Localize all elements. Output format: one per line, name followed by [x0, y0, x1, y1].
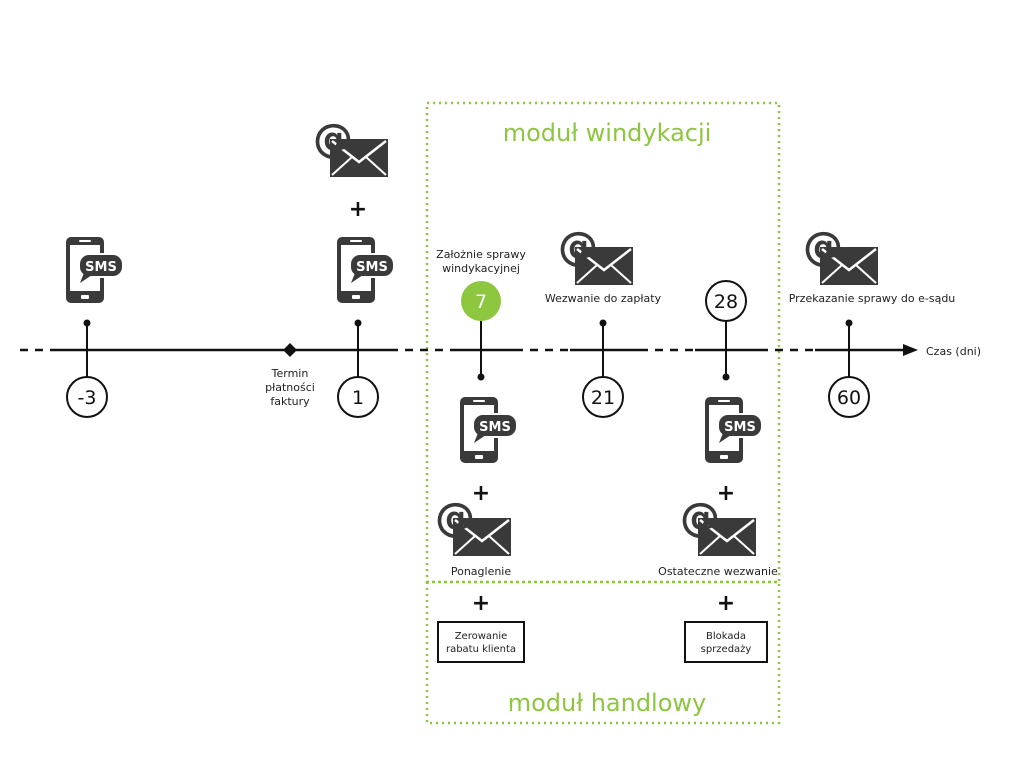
discount-reset-box: [437, 621, 525, 663]
milestone-day1: 1 SMS + @: [313, 116, 395, 418]
day-minus3: -3: [78, 387, 97, 409]
day-1: 1: [352, 387, 364, 409]
svg-text:SMS: SMS: [356, 260, 388, 275]
collection-module-frame: [425, 101, 781, 584]
plus-sign: +: [717, 481, 735, 506]
svg-text:@: @: [558, 224, 598, 270]
plus-sign: +: [717, 591, 735, 616]
sms-phone-icon: SMS: [337, 237, 395, 303]
day-28: 28: [714, 291, 738, 313]
due-date-label-1: Termin: [271, 367, 309, 380]
milestone-day60: @ Przekazanie sprawy do e-sądu 60: [789, 224, 956, 418]
transfer-label: Przekazanie sprawy do e-sądu: [789, 292, 956, 305]
sales-block-line-2: sprzedaży: [701, 644, 752, 655]
due-date-label-2: płatności: [265, 381, 315, 394]
discount-reset-line-1: Zerowanie: [455, 631, 508, 642]
milestone-day7: Założnie sprawy windykacyjnej 7 SMS + @ …: [435, 248, 526, 663]
due-date-label-3: faktury: [270, 395, 310, 408]
svg-text:@: @: [313, 116, 353, 162]
email-icon: @: [803, 224, 880, 287]
sales-block-line-1: Blokada: [706, 631, 746, 642]
day-21: 21: [591, 387, 615, 409]
sales-block-box: [684, 621, 768, 663]
case-open-label-2: windykacyjnej: [442, 262, 520, 275]
collection-module-title: moduł windykacji: [503, 119, 712, 147]
plus-sign: +: [472, 591, 490, 616]
sms-phone-icon: SMS: [460, 397, 518, 463]
svg-text:@: @: [435, 495, 475, 541]
svg-text:@: @: [803, 224, 843, 270]
payment-demand-label: Wezwanie do zapłaty: [545, 292, 662, 305]
day-7: 7: [475, 291, 487, 313]
svg-text:@: @: [680, 495, 720, 541]
email-icon: @: [313, 116, 390, 179]
milestone-day28: 28 SMS + @ Ostateczne wezwanie + Blokada…: [658, 280, 778, 663]
day-60: 60: [837, 387, 861, 409]
plus-sign: +: [349, 197, 367, 222]
svg-text:SMS: SMS: [479, 420, 511, 435]
sales-module-title: moduł handlowy: [508, 689, 707, 717]
axis-label: Czas (dni): [926, 345, 981, 358]
discount-reset-line-2: rabatu klienta: [446, 644, 516, 655]
sms-phone-icon: SMS: [705, 397, 763, 463]
email-icon: @: [558, 224, 635, 287]
axis-arrow-icon: [903, 344, 918, 356]
case-open-label-1: Założnie sprawy: [436, 248, 526, 261]
milestone-minus3: -3 SMS: [66, 237, 124, 418]
sms-phone-icon: SMS: [66, 237, 124, 303]
plus-sign: +: [472, 481, 490, 506]
svg-text:SMS: SMS: [85, 260, 117, 275]
final-demand-label: Ostateczne wezwanie: [658, 565, 778, 578]
milestone-day21: @ Wezwanie do zapłaty 21: [545, 224, 662, 418]
email-icon: @: [680, 495, 758, 558]
due-date-diamond-icon: [283, 343, 297, 357]
reminder-label: Ponaglenie: [451, 565, 512, 578]
sales-module-frame: [425, 580, 781, 725]
svg-text:SMS: SMS: [724, 420, 756, 435]
email-icon: @: [435, 495, 513, 558]
